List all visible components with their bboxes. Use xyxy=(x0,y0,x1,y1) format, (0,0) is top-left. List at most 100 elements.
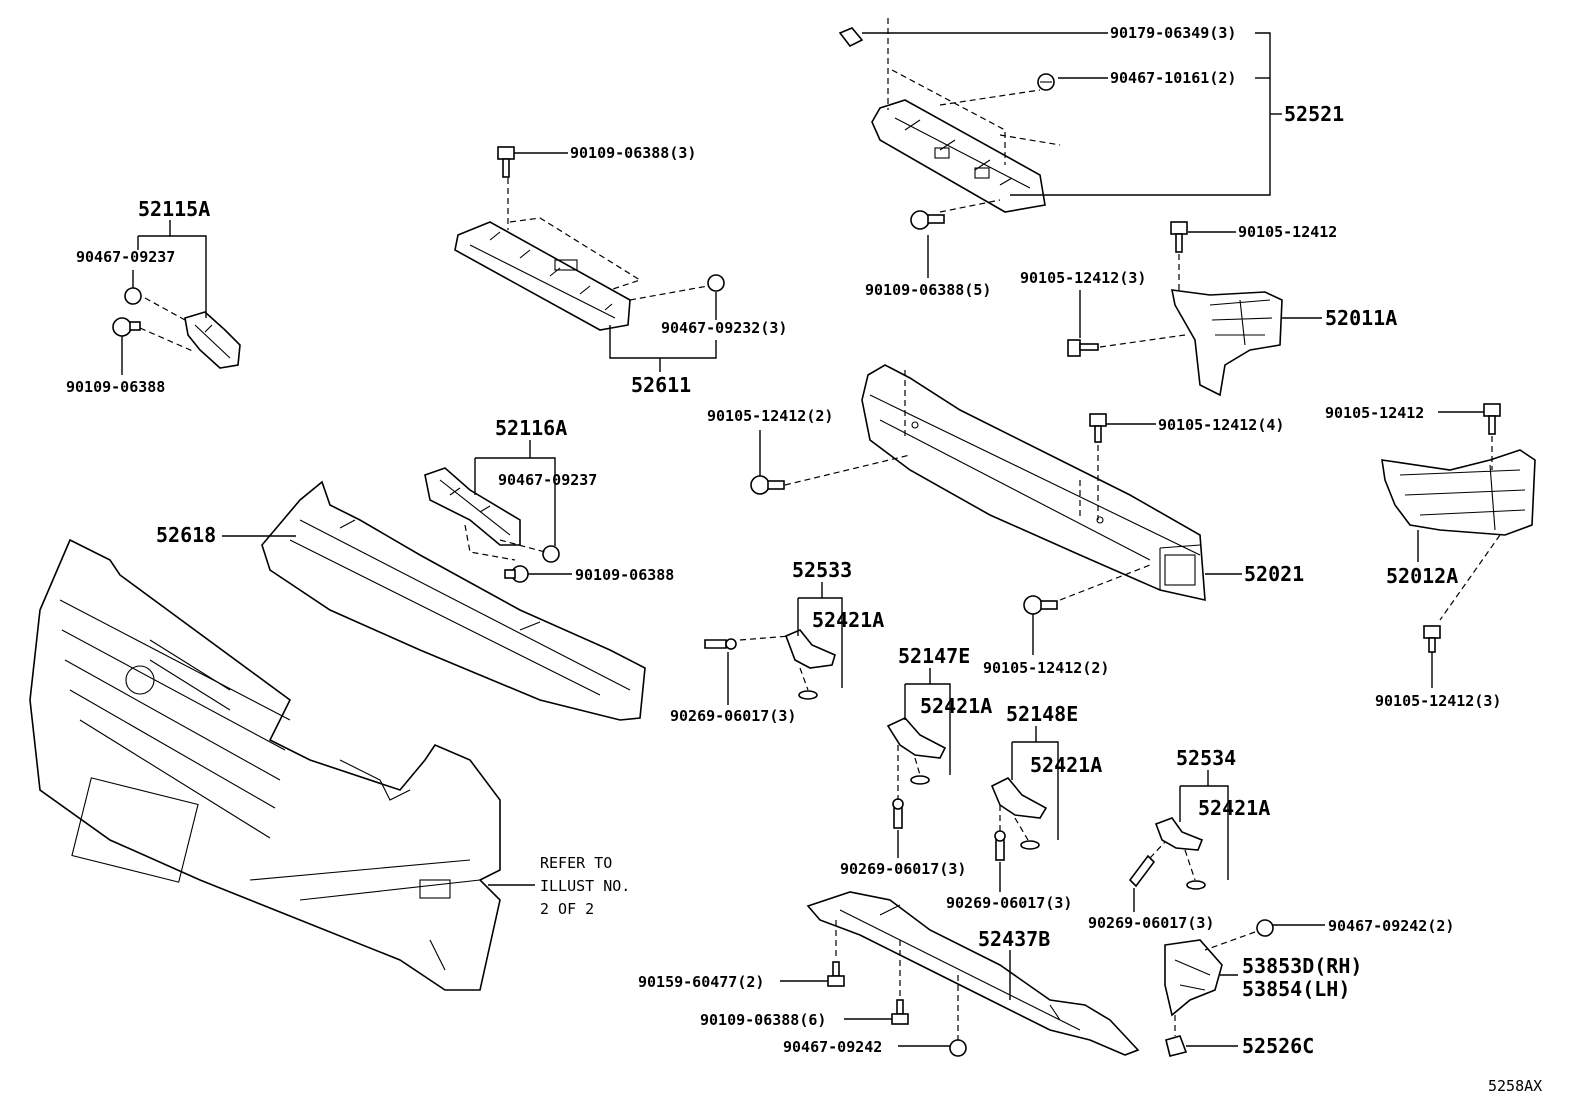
label-90105-12412-2-lower: 90105-12412(2) xyxy=(983,659,1109,677)
dashed-guide-52147E xyxy=(897,745,921,800)
dashed-guide-52011A xyxy=(1099,254,1186,348)
label-90467-09237-center: 90467-09237 xyxy=(498,471,597,489)
label-52021: 52021 xyxy=(1244,562,1304,586)
label-52011A: 52011A xyxy=(1325,306,1397,330)
rivet-drawing-52148E xyxy=(994,830,1006,861)
label-90467-09237-left: 90467-09237 xyxy=(76,248,175,266)
label-90105-12412-right: 90105-12412 xyxy=(1325,404,1424,422)
label-90105-12412-3-upper: 90105-12412(3) xyxy=(1020,269,1146,287)
label-52148E: 52148E xyxy=(1006,702,1078,726)
clip-drawing xyxy=(838,27,864,48)
nut-drawing-52115A xyxy=(124,287,142,305)
label-90467-09242-2: 90467-09242(2) xyxy=(1328,917,1454,935)
label-52437B: 52437B xyxy=(978,927,1050,951)
label-90467-10161: 90467-10161(2) xyxy=(1110,69,1236,87)
label-52115A: 52115A xyxy=(138,197,210,221)
bolt-drawing-upper xyxy=(910,210,945,230)
rivet-drawing-52147E xyxy=(892,798,904,829)
bracket-drawing-52534 xyxy=(1154,817,1204,851)
bolt-drawing-52116A xyxy=(504,565,529,583)
front-bumper-cover-drawing xyxy=(29,538,501,991)
bolt-drawing-52021-bottom xyxy=(1023,595,1058,615)
label-90269-06017-c: 90269-06017(3) xyxy=(946,894,1072,912)
nut-drawing-52116A xyxy=(542,545,560,563)
dashed-guide-52116A xyxy=(464,524,546,561)
left-bracket-drawing xyxy=(184,311,241,369)
label-90109-06388-3: 90109-06388(3) xyxy=(570,144,696,162)
dashed-guide-52115A xyxy=(139,297,196,353)
clip-drawing-52148E xyxy=(1020,840,1040,850)
bolt-drawing-52012A-top xyxy=(1483,403,1501,435)
dashed-guide-52533 xyxy=(739,635,809,691)
bracket-drawing-52147E xyxy=(886,717,947,759)
bolt-drawing-52011A-top xyxy=(1170,221,1188,253)
diagram-code: 5258AX xyxy=(1488,1077,1542,1095)
dashed-guide-52534 xyxy=(1149,841,1196,881)
bracket-drawing-52148E xyxy=(990,776,1048,819)
bolt-drawing-52021-left xyxy=(750,475,785,495)
bolt-drawing-52115A xyxy=(112,317,141,337)
dashed-guide-52148E xyxy=(999,805,1029,841)
bumper-reinforcement-drawing xyxy=(861,364,1206,602)
refer-note-line-2: ILLUST NO. xyxy=(540,877,630,895)
label-52012A: 52012A xyxy=(1386,564,1458,588)
label-90109-06388-center: 90109-06388 xyxy=(575,566,674,584)
right-upper-bracket-drawing xyxy=(1170,289,1283,397)
bolt-drawing-52011A-side xyxy=(1067,339,1099,357)
label-52421A-52534: 52421A xyxy=(1198,796,1270,820)
label-52534: 52534 xyxy=(1176,746,1236,770)
bolt-drawing-52012A-bottom xyxy=(1423,625,1441,653)
label-90269-06017-d: 90269-06017(3) xyxy=(1088,914,1214,932)
nut-drawing-52611 xyxy=(707,274,725,292)
label-52618: 52618 xyxy=(156,523,216,547)
deflector-drawing xyxy=(1164,939,1223,1017)
label-52533: 52533 xyxy=(792,558,852,582)
label-52421A-52147E: 52421A xyxy=(920,694,992,718)
label-90105-12412-4: 90105-12412(4) xyxy=(1158,416,1284,434)
label-52526C: 52526C xyxy=(1242,1034,1314,1058)
label-90159-60477: 90159-60477(2) xyxy=(638,973,764,991)
label-90109-06388-5: 90109-06388(5) xyxy=(865,281,991,299)
label-90105-12412-3-lower: 90105-12412(3) xyxy=(1375,692,1501,710)
label-53854: 53854(LH) xyxy=(1242,977,1350,1001)
bracket-drawing-52533 xyxy=(784,629,836,669)
label-90269-06017-a: 90269-06017(3) xyxy=(670,707,796,725)
bolt-drawing-52437B-b xyxy=(891,999,909,1025)
refer-note-line-3: 2 OF 2 xyxy=(540,900,594,918)
dashed-guide-52611 xyxy=(507,178,709,301)
label-90105-12412-2-left: 90105-12412(2) xyxy=(707,407,833,425)
label-52116A: 52116A xyxy=(495,416,567,440)
dashed-guide-52012A xyxy=(1439,436,1501,621)
bolt-drawing-52437B-a xyxy=(827,961,845,987)
label-52147E: 52147E xyxy=(898,644,970,668)
rivet-drawing-52534 xyxy=(1128,854,1156,888)
label-52521: 52521 xyxy=(1284,102,1344,126)
callout-labels: 90179-06349(3) 90467-10161(2) 52521 9010… xyxy=(66,24,1542,1095)
clip-drawing-52534 xyxy=(1186,880,1206,890)
label-52421A-52148E: 52421A xyxy=(1030,753,1102,777)
label-53853D: 53853D(RH) xyxy=(1242,954,1362,978)
label-90467-09232: 90467-09232(3) xyxy=(661,319,787,337)
dashed-guide-53853D xyxy=(1174,931,1256,1036)
nut-drawing-52437B xyxy=(949,1039,967,1057)
clip-drawing-52147E xyxy=(910,775,930,785)
nut-drawing-53853D xyxy=(1256,919,1274,937)
label-52611: 52611 xyxy=(631,373,691,397)
bolt-drawing-52611 xyxy=(497,146,515,178)
rivet-drawing-52533 xyxy=(704,638,737,650)
leader-lines xyxy=(121,32,1484,1047)
dashed-guide-52521 xyxy=(887,18,1061,213)
label-90269-06017-b: 90269-06017(3) xyxy=(840,860,966,878)
label-90467-09242: 90467-09242 xyxy=(783,1038,882,1056)
right-lower-bracket-drawing xyxy=(1381,449,1536,536)
energy-absorber-drawing xyxy=(261,480,646,721)
dashed-guide-52437B xyxy=(835,920,959,1040)
nut-drawing-upper xyxy=(1037,73,1055,91)
upper-support-bracket-drawing xyxy=(871,99,1046,213)
clip-drawing-52533 xyxy=(798,690,818,700)
center-bracket-drawing xyxy=(454,221,631,331)
refer-note-line-1: REFER TO xyxy=(540,854,612,872)
bolt-drawing-52021-top xyxy=(1089,413,1107,443)
label-90105-12412-top: 90105-12412 xyxy=(1238,223,1337,241)
